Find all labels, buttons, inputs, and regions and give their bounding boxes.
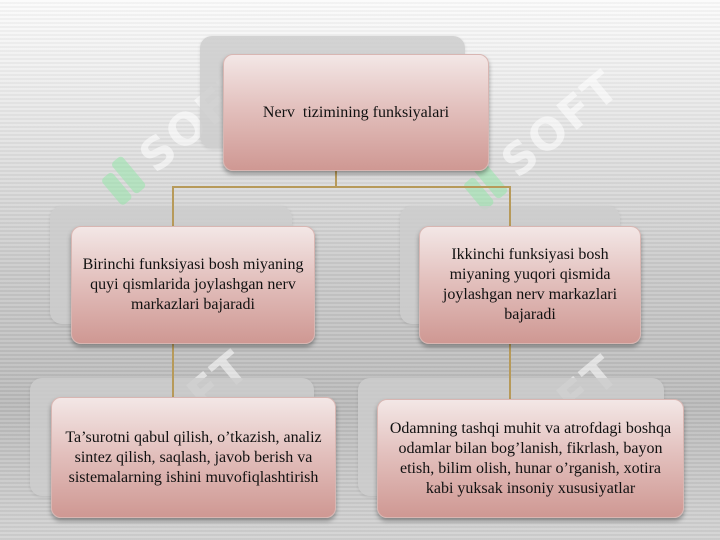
child-node-right-label: Odamning tashqi muhit va atrofdagi boshq… xyxy=(389,419,672,497)
child-node-left-label: Ta’surotni qabul qilish, o’tkazish, anal… xyxy=(65,428,322,486)
connector-left-down xyxy=(172,186,174,227)
connector-right-down xyxy=(509,186,511,227)
root-node-label: Nerv tizimining funksiyalari xyxy=(262,103,450,121)
child-node-right: Odamning tashqi muhit va atrofdagi boshq… xyxy=(377,399,684,518)
root-node: Nerv tizimining funksiyalari xyxy=(223,54,489,171)
connector-horizontal xyxy=(172,186,511,188)
watermark-text: SOFT xyxy=(491,60,630,188)
branch-node-left: Birinchi funksiyasi bosh miyaning quyi q… xyxy=(71,226,315,344)
child-node-left: Ta’surotni qabul qilish, o’tkazish, anal… xyxy=(51,397,336,518)
connector-left-child xyxy=(172,344,174,398)
branch-node-right: Ikkinchi funksiyasi bosh miyaning yuqori… xyxy=(419,226,641,344)
connector-right-child xyxy=(509,344,511,400)
watermark-mark-icon xyxy=(93,150,156,214)
connector-root-down xyxy=(335,170,337,187)
branch-node-left-label: Birinchi funksiyasi bosh miyaning quyi q… xyxy=(82,256,304,313)
branch-node-right-label: Ikkinchi funksiyasi bosh miyaning yuqori… xyxy=(442,246,618,323)
